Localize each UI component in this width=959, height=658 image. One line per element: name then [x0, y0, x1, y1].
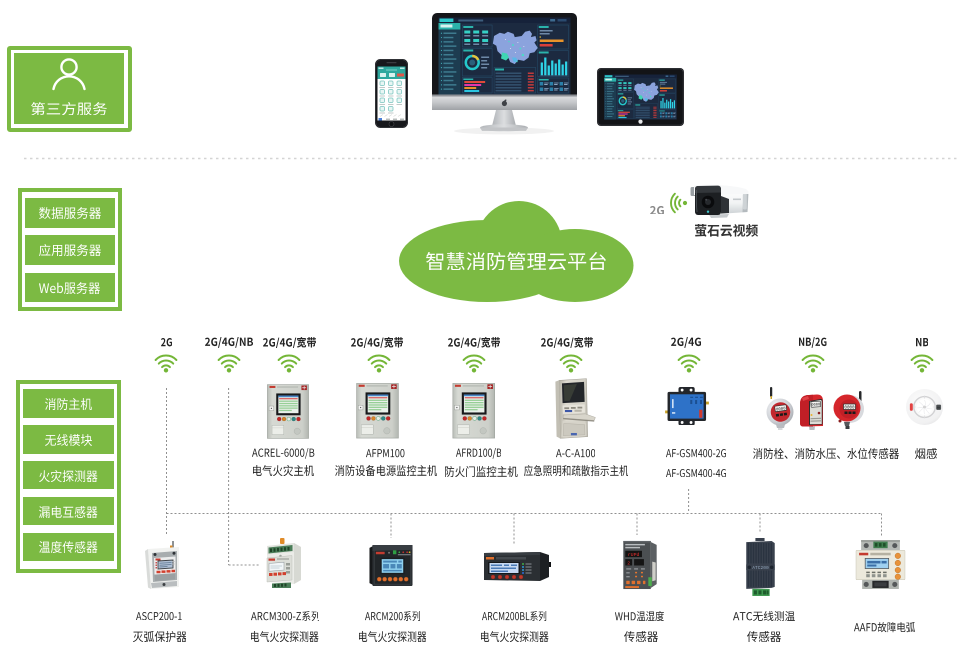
svg-text:0000: 0000 — [775, 407, 786, 412]
svg-text:0000: 0000 — [811, 403, 821, 408]
svg-text:ATC200: ATC200 — [752, 565, 769, 571]
svg-text:0000: 0000 — [844, 406, 855, 411]
svg-text:rUPd: rUPd — [627, 552, 639, 558]
svg-text:2: 2 — [627, 560, 630, 566]
